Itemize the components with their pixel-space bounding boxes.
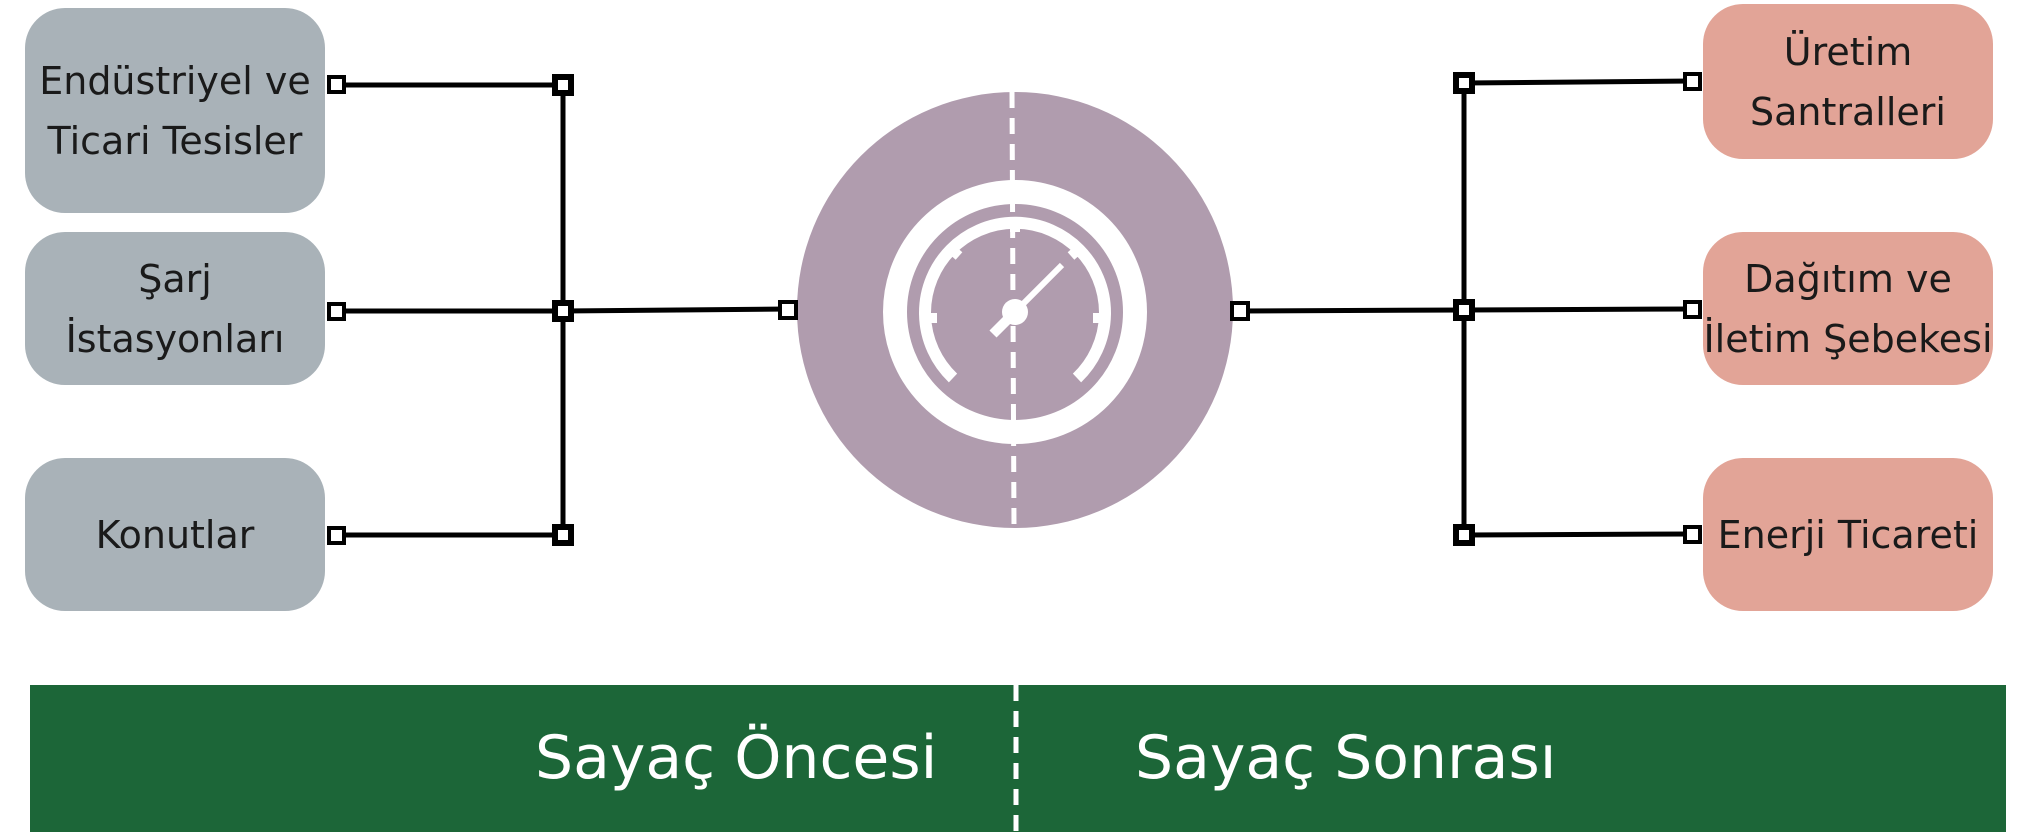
- port-meter-out: [1230, 301, 1250, 321]
- port-charging: [327, 302, 346, 321]
- junction-right-middle: [1453, 299, 1475, 321]
- meter-boundary-band: Sayaç Öncesi Sayaç Sonrası: [30, 685, 2006, 832]
- node-generation-plants: Üretim Santralleri: [1703, 4, 1993, 159]
- node-energy-trading-label: Enerji Ticareti: [1717, 512, 1979, 557]
- junction-left-bottom: [552, 524, 574, 546]
- junction-left-top: [552, 74, 574, 96]
- node-distribution-transmission-label: Dağıtım ve İletim Şebekesi: [1703, 256, 1993, 361]
- connector-grid: [1463, 306, 1693, 313]
- connector-right-from-meter: [1239, 307, 1465, 314]
- junction-right-bottom: [1453, 524, 1475, 546]
- after-meter-label: Sayaç Sonrası: [1135, 723, 1557, 793]
- connector-trading: [1463, 531, 1693, 538]
- node-industrial-commercial-label: Endüstriyel ve Ticari Tesisler: [39, 58, 311, 163]
- port-generation: [1683, 72, 1702, 91]
- port-residential: [327, 526, 346, 545]
- node-industrial-commercial: Endüstriyel ve Ticari Tesisler: [25, 8, 325, 213]
- connector-left-to-meter: [562, 306, 789, 314]
- meter-circle: [797, 91, 1233, 529]
- node-energy-trading: Enerji Ticareti: [1703, 458, 1993, 611]
- port-grid: [1683, 300, 1702, 319]
- node-residential-label: Konutlar: [95, 512, 255, 557]
- node-generation-plants-label: Üretim Santralleri: [1750, 29, 1946, 134]
- node-residential: Konutlar: [25, 458, 325, 611]
- connector-generation: [1463, 78, 1693, 86]
- before-meter-label: Sayaç Öncesi: [535, 723, 938, 793]
- junction-left-middle: [552, 300, 574, 322]
- port-industrial: [327, 75, 346, 94]
- meter-divider-line: [1013, 685, 1019, 832]
- node-charging-stations: Şarj İstasyonları: [25, 232, 325, 385]
- port-trading: [1683, 525, 1702, 544]
- port-meter-in: [778, 300, 798, 320]
- junction-right-top: [1453, 72, 1475, 94]
- node-distribution-transmission: Dağıtım ve İletim Şebekesi: [1703, 232, 1993, 385]
- gauge-meter-icon: [883, 180, 1147, 444]
- node-charging-stations-label: Şarj İstasyonları: [65, 256, 285, 361]
